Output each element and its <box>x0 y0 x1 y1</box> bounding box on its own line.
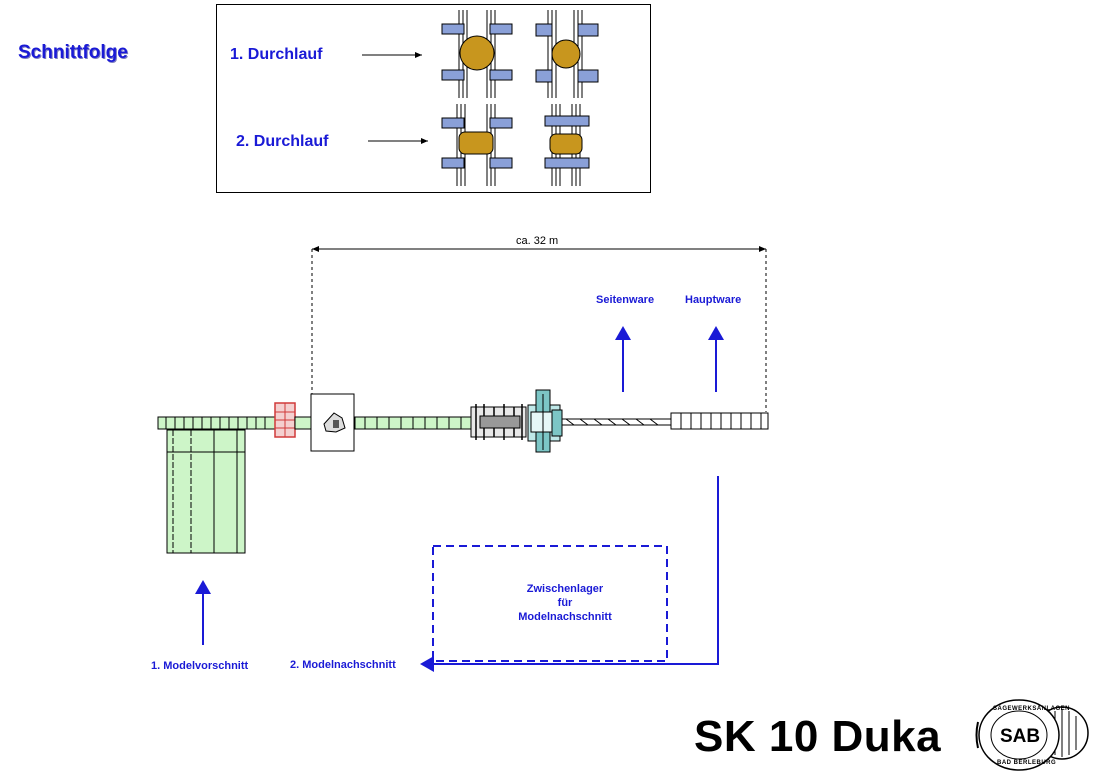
dimension-line <box>311 246 767 412</box>
interim-storage-line-3: Modelnachschnitt <box>518 611 612 623</box>
logo-ring-top: SÄGEWERKSANLAGEN <box>993 706 1071 712</box>
interim-storage-label: Zwischenlager für Modelnachschnitt <box>490 582 640 624</box>
sab-logo <box>975 699 1089 771</box>
debarker <box>310 393 355 452</box>
first-cut-label: 1. Modelvorschnitt <box>151 660 249 672</box>
logo-ring-bottom: BAD BERLEBURG <box>997 760 1057 766</box>
saw-unit-red <box>274 402 296 438</box>
interim-storage-line-2: für <box>557 597 573 609</box>
dimension-label: ca. 32 m <box>516 235 559 247</box>
infeed-conveyor <box>157 416 277 430</box>
return-path <box>420 476 719 672</box>
product-title: SK 10 Duka <box>694 712 942 761</box>
side-product-label: Seitenware <box>596 294 655 306</box>
main-product-label: Hauptware <box>685 294 742 306</box>
double-arbor-saw <box>527 389 563 453</box>
interim-storage-box <box>432 545 668 662</box>
log-deck <box>166 429 246 554</box>
pass2-label: 2. Durchlauf <box>236 133 329 150</box>
chipper-canter <box>470 404 527 440</box>
pass1-label: 1. Durchlauf <box>230 46 323 63</box>
interim-storage-line-1: Zwischenlager <box>526 583 604 595</box>
pass1-saw-unit-2 <box>535 10 599 98</box>
pass2-saw-unit-2 <box>544 104 590 186</box>
pass2-saw-unit-1 <box>441 104 513 186</box>
logo-text: SAB <box>1000 726 1041 747</box>
second-cut-label: 2. Modelnachschnitt <box>290 659 396 671</box>
outfeed-conveyor <box>562 418 671 426</box>
outfeed-roller-table <box>670 412 769 430</box>
transfer-conveyor <box>354 416 472 430</box>
sequence-title: Schnittfolge <box>18 42 128 63</box>
pass1-saw-unit-1 <box>441 10 513 98</box>
